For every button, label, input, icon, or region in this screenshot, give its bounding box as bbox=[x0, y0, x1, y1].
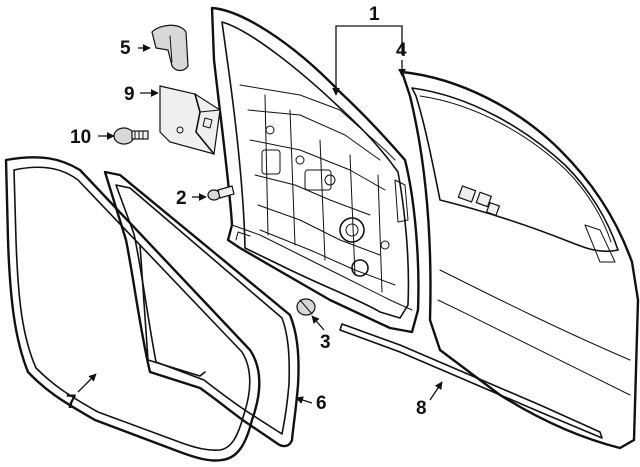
part-3-plug bbox=[296, 298, 316, 316]
callout-9: 9 bbox=[124, 84, 135, 105]
part-8-molding-strip bbox=[339, 323, 603, 439]
callout-6: 6 bbox=[316, 393, 327, 414]
callout-5: 5 bbox=[120, 38, 131, 59]
callout-4: 4 bbox=[396, 40, 407, 61]
part-1-door-shell bbox=[210, 6, 420, 334]
callout-7: 7 bbox=[66, 392, 77, 413]
part-7-door-weatherstrip bbox=[4, 156, 261, 462]
part-10-bolt bbox=[113, 127, 149, 145]
leader-lines bbox=[77, 25, 443, 404]
callout-3: 3 bbox=[320, 332, 331, 353]
part-4-outer-skin bbox=[400, 70, 640, 450]
part-2-screw bbox=[207, 185, 235, 201]
callout-8: 8 bbox=[416, 398, 427, 419]
callout-1: 1 bbox=[369, 4, 380, 25]
part-5-bumper bbox=[151, 24, 189, 72]
callout-10: 10 bbox=[70, 127, 91, 148]
part-9-bracket-module bbox=[159, 85, 221, 155]
callout-2: 2 bbox=[176, 188, 187, 209]
part-6-frame-seal bbox=[103, 170, 300, 448]
callout-labels: 1 2 3 4 5 6 7 8 9 10 bbox=[66, 4, 427, 419]
